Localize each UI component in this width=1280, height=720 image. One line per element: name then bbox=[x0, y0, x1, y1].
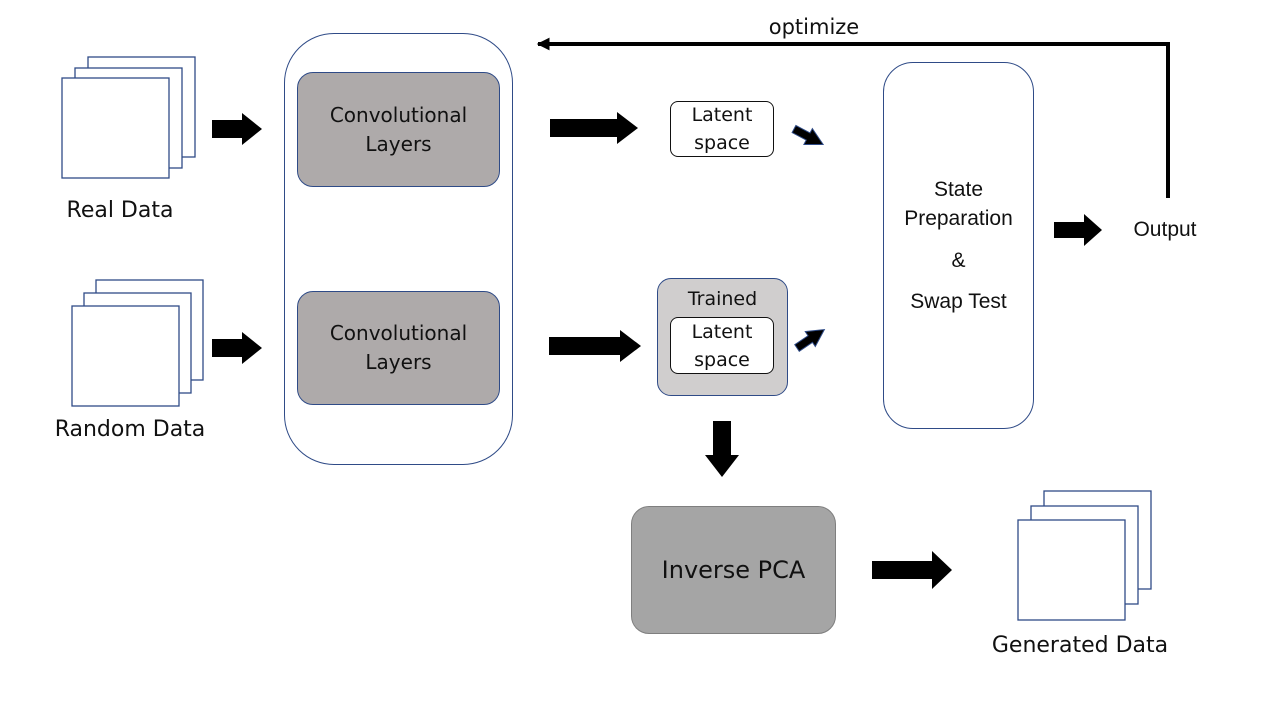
random-to-encoder-arrow-icon bbox=[212, 332, 262, 364]
trained-to-inverse-arrow-icon bbox=[705, 421, 739, 477]
conv-top-line-1: Convolutional bbox=[329, 102, 468, 127]
preparation-line: Preparation bbox=[904, 207, 1013, 230]
latent-to-state-arrow-icon bbox=[791, 124, 825, 145]
real-to-encoder-arrow-icon bbox=[212, 113, 262, 145]
output-label: Output bbox=[1133, 218, 1197, 241]
random-data-label: Random Data bbox=[54, 417, 206, 442]
conv-top-line-2: Layers bbox=[365, 131, 432, 156]
swap-test-line: Swap Test bbox=[910, 290, 1007, 313]
trained-latent-space-box: Latent space bbox=[670, 317, 774, 374]
latent-space-box: Latent space bbox=[670, 101, 774, 157]
inverse-to-generated-arrow-icon bbox=[872, 551, 952, 589]
ampersand-line: & bbox=[951, 249, 966, 272]
trained-title: Trained bbox=[687, 288, 758, 310]
generated-data-stack-icon bbox=[1017, 490, 1152, 621]
encoder-to-trained-arrow-icon bbox=[549, 330, 641, 362]
convolutional-layers-bottom: Convolutional Layers bbox=[297, 291, 500, 405]
convolutional-layers-top: Convolutional Layers bbox=[297, 72, 500, 187]
real-data-label: Real Data bbox=[66, 198, 174, 223]
optimize-feedback-arrow-icon bbox=[536, 37, 1170, 198]
latent-line-2: space bbox=[694, 132, 750, 154]
inverse-pca-box: Inverse PCA bbox=[631, 506, 836, 634]
encoder-to-latent-arrow-icon bbox=[550, 112, 638, 144]
conv-bottom-line-2: Layers bbox=[365, 350, 432, 374]
inverse-pca-label: Inverse PCA bbox=[661, 556, 806, 584]
real-data-stack-icon bbox=[61, 56, 196, 179]
trained-latent-line-2: space bbox=[694, 348, 750, 371]
trained-latent-line-1: Latent bbox=[691, 320, 753, 343]
swap-to-output-arrow-icon bbox=[1054, 214, 1102, 246]
latent-line-1: Latent bbox=[691, 104, 753, 126]
trained-to-state-arrow-icon bbox=[794, 328, 826, 353]
state-preparation-swap-test-box: State Preparation & Swap Test bbox=[883, 62, 1034, 429]
random-data-stack-icon bbox=[71, 279, 204, 407]
state-line: State bbox=[933, 178, 984, 201]
optimize-label: optimize bbox=[768, 15, 860, 39]
conv-bottom-line-1: Convolutional bbox=[329, 321, 468, 345]
generated-data-label: Generated Data bbox=[991, 633, 1169, 658]
